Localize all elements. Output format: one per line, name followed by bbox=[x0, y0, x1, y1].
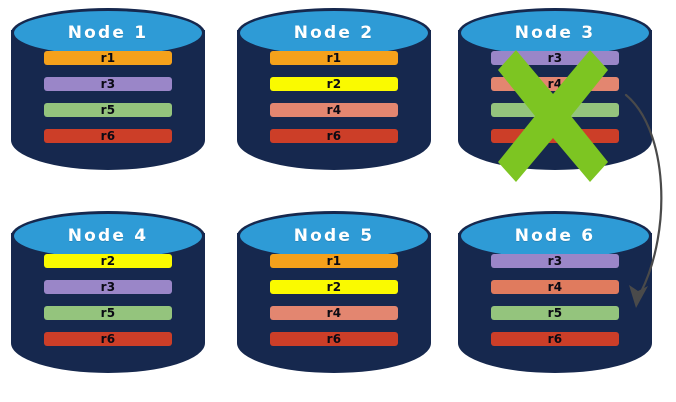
node-6-record-list: r3 r4 r5 r6 bbox=[491, 254, 619, 346]
record-row[interactable]: r5 bbox=[491, 306, 619, 320]
record-row[interactable]: r6 bbox=[270, 129, 398, 143]
node-4-record-list: r2 r3 r5 r6 bbox=[44, 254, 172, 346]
node-4[interactable]: Node 4 r2 r3 r5 r6 bbox=[11, 211, 205, 391]
record-label: r3 bbox=[100, 280, 116, 294]
record-label: r6 bbox=[100, 129, 116, 143]
record-label: r6 bbox=[326, 129, 342, 143]
record-label: r3 bbox=[100, 77, 116, 91]
record-row[interactable]: r4 bbox=[270, 306, 398, 320]
node-6-label: Node 6 bbox=[514, 226, 596, 246]
record-row[interactable]: r4 bbox=[491, 77, 619, 91]
record-label: r6 bbox=[547, 332, 563, 346]
node-1-cylinder-top bbox=[11, 8, 205, 58]
record-label: r4 bbox=[547, 77, 563, 91]
record-row[interactable]: r6 bbox=[491, 332, 619, 346]
record-label: r6 bbox=[100, 332, 116, 346]
node-1[interactable]: Node 1 r1 r3 r5 r6 bbox=[11, 8, 205, 188]
record-label: r5 bbox=[100, 103, 116, 117]
record-label: r6 bbox=[326, 332, 342, 346]
node-3-record-list: r3 r4 r5 r6 bbox=[491, 51, 619, 143]
record-label: r4 bbox=[326, 306, 342, 320]
record-row[interactable]: r6 bbox=[44, 129, 172, 143]
record-row[interactable]: r4 bbox=[491, 280, 619, 294]
record-row[interactable]: r3 bbox=[491, 51, 619, 65]
record-row[interactable]: r2 bbox=[44, 254, 172, 268]
record-label: r1 bbox=[100, 51, 116, 65]
record-label: r1 bbox=[326, 254, 342, 268]
record-label: r4 bbox=[326, 103, 342, 117]
record-row[interactable]: r3 bbox=[44, 77, 172, 91]
record-label: r6 bbox=[547, 129, 563, 143]
record-label: r3 bbox=[547, 51, 563, 65]
node-4-cylinder-top bbox=[11, 211, 205, 261]
record-row[interactable]: r2 bbox=[270, 77, 398, 91]
record-row[interactable]: r5 bbox=[491, 103, 619, 117]
node-2-label: Node 2 bbox=[293, 23, 375, 43]
node-3-label: Node 3 bbox=[514, 23, 596, 43]
record-row[interactable]: r4 bbox=[270, 103, 398, 117]
record-row[interactable]: r6 bbox=[270, 332, 398, 346]
node-5-label: Node 5 bbox=[293, 226, 375, 246]
node-2[interactable]: Node 2 r1 r2 r4 r6 bbox=[237, 8, 431, 188]
record-label: r1 bbox=[326, 51, 342, 65]
record-row[interactable]: r5 bbox=[44, 103, 172, 117]
node-2-record-list: r1 r2 r4 r6 bbox=[270, 51, 398, 143]
record-row[interactable]: r6 bbox=[44, 332, 172, 346]
record-label: r5 bbox=[547, 103, 563, 117]
record-row[interactable]: r1 bbox=[270, 254, 398, 268]
record-label: r4 bbox=[547, 280, 563, 294]
record-row[interactable]: r5 bbox=[44, 306, 172, 320]
record-row[interactable]: r3 bbox=[44, 280, 172, 294]
record-row[interactable]: r6 bbox=[491, 129, 619, 143]
record-label: r5 bbox=[100, 306, 116, 320]
record-label: r5 bbox=[547, 306, 563, 320]
record-label: r2 bbox=[326, 280, 342, 294]
record-row[interactable]: r1 bbox=[270, 51, 398, 65]
node-5-record-list: r1 r2 r4 r6 bbox=[270, 254, 398, 346]
node-4-label: Node 4 bbox=[67, 226, 149, 246]
node-6[interactable]: Node 6 r3 r4 r5 r6 bbox=[458, 211, 652, 391]
node-1-record-list: r1 r3 r5 r6 bbox=[44, 51, 172, 143]
node-3[interactable]: Node 3 r3 r4 r5 r6 bbox=[458, 8, 652, 188]
record-label: r3 bbox=[547, 254, 563, 268]
record-row[interactable]: r2 bbox=[270, 280, 398, 294]
record-label: r2 bbox=[326, 77, 342, 91]
record-row[interactable]: r3 bbox=[491, 254, 619, 268]
node-5[interactable]: Node 5 r1 r2 r4 r6 bbox=[237, 211, 431, 391]
record-row[interactable]: r1 bbox=[44, 51, 172, 65]
record-label: r2 bbox=[100, 254, 116, 268]
node-1-label: Node 1 bbox=[67, 23, 149, 43]
